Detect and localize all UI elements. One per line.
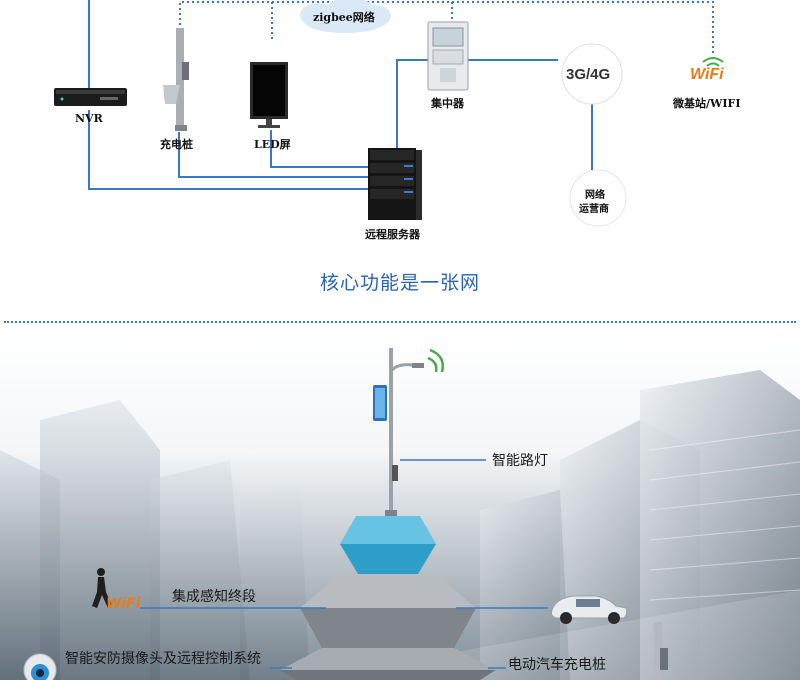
zigbee-cloud-label: zigbee网络 [313, 11, 375, 24]
ev-charger-label: 电动汽车充电桩 [508, 657, 606, 673]
wifi-signal-icon [702, 57, 724, 67]
operator-label-line2: 运营商 [579, 204, 609, 215]
operator-badge [569, 169, 627, 227]
security-camera-icon [23, 653, 57, 680]
smart-streetlight-icon [373, 348, 424, 518]
led-screen-icon [250, 62, 288, 128]
lamp-signal-icon [427, 348, 444, 373]
server-label: 远程服务器 [365, 228, 420, 241]
car-icon [551, 595, 628, 624]
charging-pole-icon [163, 28, 189, 131]
concentrator-label: 集中器 [431, 97, 464, 110]
network-diagram [54, 0, 724, 227]
section-heading: 核心功能是一张网 [319, 272, 480, 294]
network-badge-label: 3G/4G [566, 66, 611, 83]
leader-lines [140, 459, 548, 669]
wifi-logo: WiFi [690, 66, 724, 83]
zigbee-cloud-icon [300, 0, 391, 33]
concentrator-icon [427, 21, 469, 91]
network-badge [561, 43, 623, 105]
pedestrian-icon [92, 568, 112, 608]
server-icon [368, 148, 422, 220]
section-divider [4, 321, 796, 323]
smart-streetlight-label: 智能路灯 [492, 453, 548, 469]
wifi-logo-bottom: WiFi [106, 596, 141, 612]
connection-lines [88, 0, 714, 190]
pyramid [23, 348, 668, 680]
nvr-label: NVR [75, 112, 103, 125]
nvr-icon [54, 88, 127, 106]
smart-city-illustration: 智能路灯 集成感知终段 WiFi 智能安防摄像头及远程控制系统 电动汽车充电桩 [0, 330, 800, 680]
ev-charger-icon [654, 622, 668, 680]
led-label: LED屏 [254, 138, 291, 151]
operator-label-line1: 网络 [585, 190, 605, 201]
sensor-terminal-label: 集成感知终段 [172, 589, 256, 605]
wifi-label: 微基站/WIFI [673, 97, 741, 110]
charger-label: 充电桩 [160, 138, 193, 151]
security-camera-label: 智能安防摄像头及远程控制系统 [65, 651, 261, 667]
